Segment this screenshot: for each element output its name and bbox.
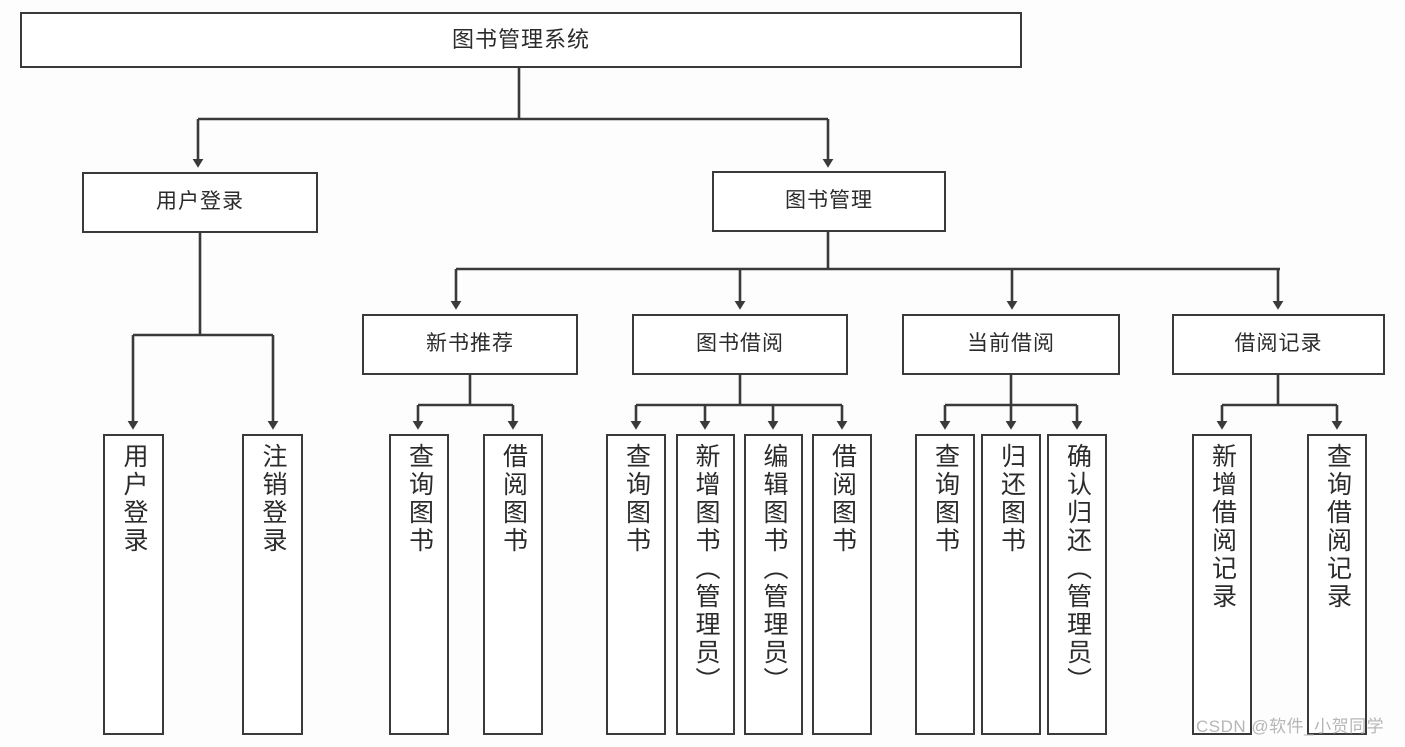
leaf-edit-book-admin[interactable]: 编辑图书（管理员） <box>744 434 803 735</box>
node-label: 图书借阅 <box>696 332 784 356</box>
leaf-logout[interactable]: 注销登录 <box>242 434 303 735</box>
node-label: 当前借阅 <box>967 332 1055 356</box>
leaf-query-book-current[interactable]: 查询图书 <box>915 434 975 735</box>
node-label: 归还图书 <box>997 443 1026 555</box>
leaf-borrow-book[interactable]: 借阅图书 <box>812 434 872 735</box>
node-label: 确认归还（管理员） <box>1063 443 1092 695</box>
node-current-borrow[interactable]: 当前借阅 <box>902 314 1120 375</box>
node-label: 查询图书 <box>622 443 651 555</box>
node-label: 新书推荐 <box>426 332 514 356</box>
csdn-watermark: CSDN @软件_小贺同学 <box>1196 717 1385 736</box>
leaf-return-book[interactable]: 归还图书 <box>981 434 1041 735</box>
node-label: 图书管理 <box>785 189 873 213</box>
leaf-query-book-recommend[interactable]: 查询图书 <box>389 434 449 735</box>
node-label: 用户登录 <box>156 190 244 214</box>
leaf-query-borrow-record[interactable]: 查询借阅记录 <box>1307 434 1367 735</box>
node-label: 借阅图书 <box>499 443 528 555</box>
node-new-book-recommend[interactable]: 新书推荐 <box>362 314 578 375</box>
node-label: 查询借阅记录 <box>1323 443 1352 611</box>
node-borrow-record[interactable]: 借阅记录 <box>1172 314 1385 375</box>
node-label: 借阅图书 <box>828 443 857 555</box>
node-label: 借阅记录 <box>1234 332 1323 356</box>
node-user-login[interactable]: 用户登录 <box>82 172 318 233</box>
node-book-management[interactable]: 图书管理 <box>712 171 946 232</box>
node-label: 查询图书 <box>405 443 434 555</box>
node-label: 注销登录 <box>259 443 287 555</box>
node-label: 用户登录 <box>120 443 148 555</box>
leaf-query-book-borrow[interactable]: 查询图书 <box>606 434 666 735</box>
node-label: 图书管理系统 <box>451 27 590 53</box>
leaf-add-borrow-record[interactable]: 新增借阅记录 <box>1192 434 1252 735</box>
node-label: 查询图书 <box>931 443 960 555</box>
node-label: 新增图书（管理员） <box>692 443 720 695</box>
node-root-book-management-system[interactable]: 图书管理系统 <box>20 12 1022 68</box>
leaf-user-login[interactable]: 用户登录 <box>103 434 164 735</box>
node-book-borrow[interactable]: 图书借阅 <box>632 314 848 375</box>
leaf-borrow-book-recommend[interactable]: 借阅图书 <box>483 434 543 735</box>
leaf-add-book-admin[interactable]: 新增图书（管理员） <box>676 434 735 735</box>
leaf-confirm-return-admin[interactable]: 确认归还（管理员） <box>1047 434 1107 735</box>
node-label: 编辑图书（管理员） <box>760 443 788 695</box>
node-label: 新增借阅记录 <box>1208 443 1237 611</box>
